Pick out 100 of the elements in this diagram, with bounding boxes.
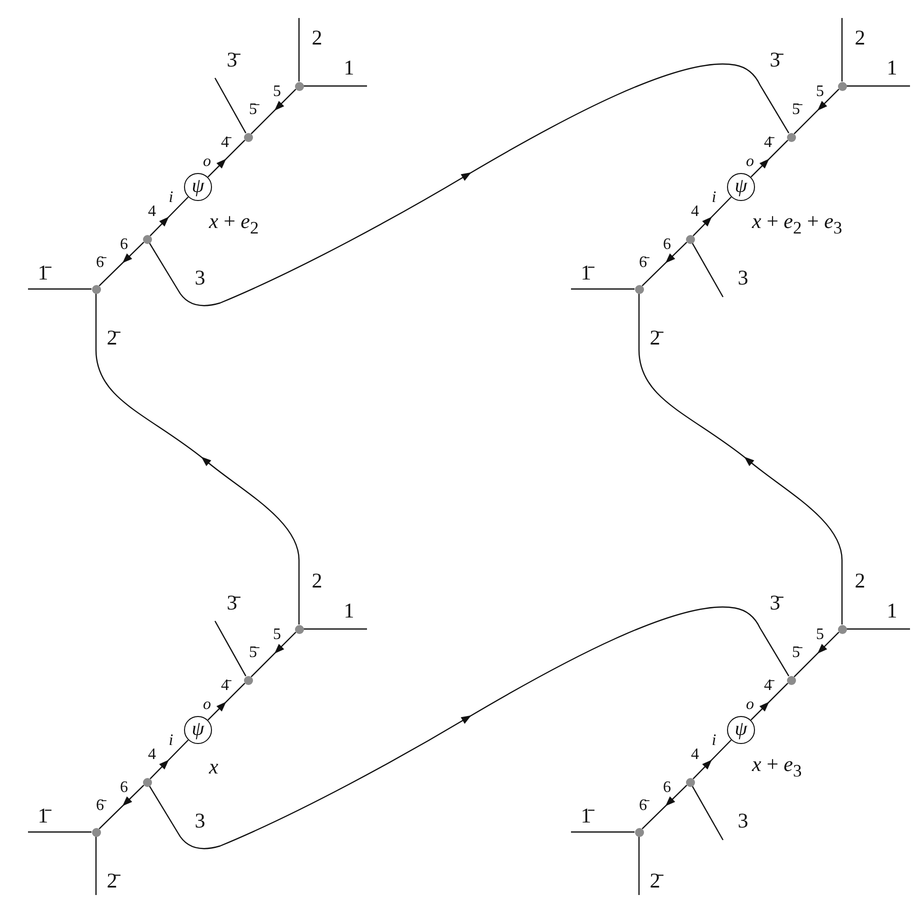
junction-dot [294,624,304,634]
index-label: 5 [273,627,281,643]
leg-line [304,628,367,630]
junction-dot [244,132,252,142]
index-label: 2 [312,570,322,592]
leg-line [846,85,910,87]
leg-line [28,831,92,833]
index-label: 5̄ [249,645,257,661]
arrow [692,196,732,236]
index-label: 4 [691,747,699,763]
curved-arrow [95,294,300,624]
leg-label: 3 [738,268,748,288]
index-label: 6 [663,237,671,253]
arrow [642,242,688,286]
leg-line [298,18,300,82]
curved-arrow [148,606,790,850]
tensor-symbol: ψ [192,176,204,196]
site-label: x [209,756,218,778]
index-label: 6̄ [96,798,104,814]
site-label: x + e$_{2}$ [209,211,259,237]
junction-dot [92,284,100,294]
index-label: 6̄ [639,798,647,814]
leg-line [304,85,367,87]
index-label: 5 [273,84,281,100]
leg-label: 1 [886,600,898,622]
arrow [98,242,144,286]
leg-line [571,288,634,290]
leg-line [28,288,92,290]
leg-label: 1 [344,600,354,622]
leg-line [95,836,97,895]
arrow [750,140,788,178]
leg-label: 1 [344,58,354,78]
arrow [150,740,189,780]
junction-dot [244,676,252,684]
junction-dot [142,234,152,244]
index-label: 4 [691,204,699,220]
index-label: 6̄ [639,255,647,271]
index-label: 5̄ [792,645,800,661]
index-label: 5 [816,84,824,100]
index-label: 6 [120,237,128,253]
index-label: 6 [120,780,128,796]
arrow [98,784,144,830]
index-label: 4 [148,204,156,220]
index-label: 3 [194,268,206,288]
junction-dot [634,828,644,836]
junction-dot [634,284,644,294]
index-label: i [712,733,716,749]
index-label: 2 [854,570,866,592]
index-label: i [168,190,174,206]
arrow [207,682,246,721]
index-label: o [746,697,754,713]
arrow [750,682,788,721]
index-label: 5 [816,627,824,643]
junction-dot [838,82,846,90]
arrow [642,784,688,830]
index-label: i [168,733,174,749]
leg-line [841,18,843,82]
leg-line [846,628,910,630]
index-label: o [203,154,211,170]
arrow [692,740,732,780]
leg-label: 3 [738,810,748,832]
index-label: 3 [194,810,206,832]
tensor-symbol: ψ [192,719,204,739]
junction-dot [786,676,796,684]
index-label: 5̄ [792,102,800,118]
index-label: 4̄ [764,135,772,151]
leg-line [571,831,634,833]
arrow [250,632,296,678]
junction-dot [142,778,152,786]
leg-label: 2 [312,28,322,48]
index-label: 5̄ [249,102,257,118]
index-label: 6 [663,780,671,796]
arrow [794,88,840,134]
index-label: 4̄ [221,678,229,694]
site-label: x + e$_{2}$ + e$_{3}$ [752,211,842,237]
junction-dot [786,132,796,142]
curved-arrow [148,63,790,306]
site-label: x + e$_{3}$ [752,754,802,780]
leg-label: 1 [886,58,898,78]
index-label: i [712,190,716,206]
leg-line [214,78,246,134]
arrow [150,196,189,236]
index-label: o [746,154,754,170]
index-label: 4̄ [221,135,229,151]
junction-dot [294,82,304,90]
leg-line [638,836,640,895]
index-label: o [203,697,211,713]
leg-line [692,786,724,840]
arrow [250,88,296,134]
leg-line [692,242,724,298]
arrow [207,140,246,178]
index-label: 6̄ [96,255,104,271]
junction-dot [686,234,694,244]
index-label: 4 [148,747,156,763]
leg-label: 2 [854,28,866,48]
junction-dot [92,828,100,836]
index-label: 4̄ [764,678,772,694]
arrow [794,632,840,678]
tensor-symbol: ψ [734,719,748,739]
leg-line [214,620,246,676]
